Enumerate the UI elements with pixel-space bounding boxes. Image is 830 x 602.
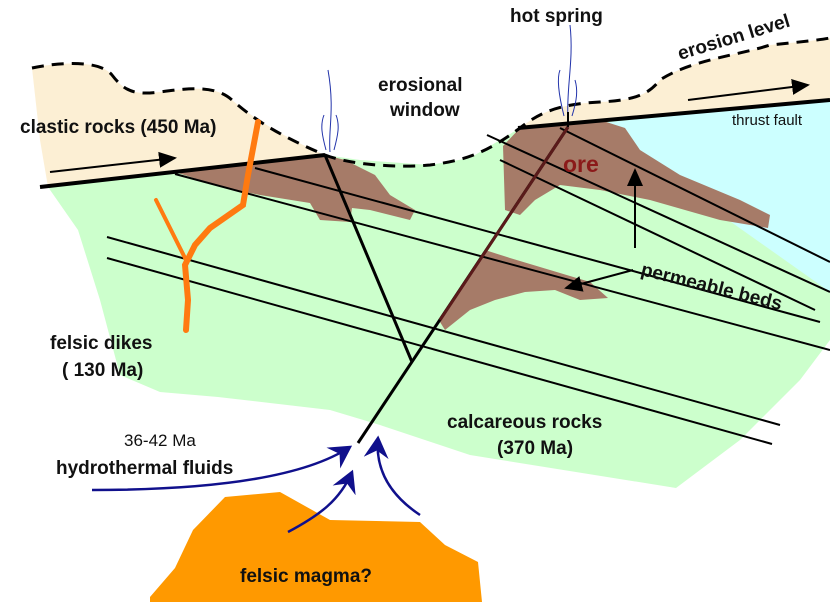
label-calcareous-rocks: calcareous rocks (447, 412, 602, 433)
fluid-arrows (91, 435, 421, 534)
felsic-dikes (154, 119, 261, 333)
bed-line (254, 167, 821, 323)
bedding-lines (106, 127, 830, 445)
fault-left (323, 154, 414, 363)
erosion-level-line (31, 36, 830, 168)
thrust-arrow-left (49, 151, 177, 173)
hot-spring-plume-left (321, 69, 339, 153)
hot-spring-plume-right (557, 24, 578, 119)
label-ore: ore (563, 151, 599, 177)
pointer-arrow-left (564, 269, 634, 292)
ore-body-left (175, 155, 415, 222)
bed-line (106, 236, 781, 426)
thrust-fault-line-left (39, 153, 326, 189)
felsic-magma-body (150, 492, 482, 602)
thrust-arrow-right (687, 79, 810, 101)
label-calcareous-age: (370 Ma) (497, 438, 573, 459)
fluid-arrow-magma (287, 469, 356, 534)
label-hot-spring: hot spring (510, 6, 603, 27)
label-dike-age: ( 130 Ma) (62, 360, 143, 381)
dike-main (181, 119, 261, 333)
thrust-fault-line-right (517, 98, 830, 130)
fluid-arrow-lateral (91, 445, 353, 492)
dike-branch (154, 198, 188, 262)
label-erosional: erosional (378, 75, 462, 96)
ore-body-middle (440, 250, 608, 330)
bed-line (499, 159, 816, 311)
label-thrust-fault: thrust fault (732, 112, 803, 129)
fluid-arrow-vertical (363, 435, 421, 517)
bed-line (106, 257, 773, 445)
label-clastic-rocks: clastic rocks (450 Ma) (20, 117, 216, 138)
label-hydrothermal-fluids: hydrothermal fluids (56, 458, 233, 479)
label-felsic-magma: felsic magma? (240, 566, 372, 587)
bed-line (174, 173, 830, 351)
label-felsic-dikes: felsic dikes (50, 333, 152, 354)
label-fluids-age: 36-42 Ma (124, 431, 196, 450)
fault-main-ore-segment (438, 126, 570, 321)
bed-line (559, 127, 830, 263)
label-window: window (389, 100, 460, 121)
